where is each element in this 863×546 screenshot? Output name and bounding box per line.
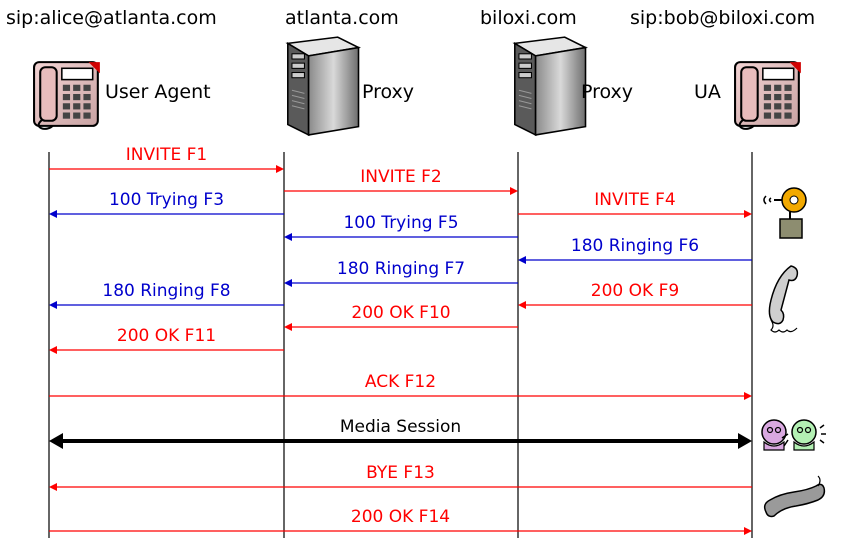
message-15: 200 OK F14	[49, 507, 752, 535]
message-arrowhead	[744, 527, 752, 535]
server-tower-icon	[513, 36, 587, 136]
message-2: INVITE F2	[284, 167, 518, 195]
message-10: 200 OK F10	[284, 303, 518, 331]
message-label: INVITE F2	[360, 167, 442, 187]
message-arrowhead	[49, 433, 63, 449]
message-13: Media Session	[49, 417, 752, 449]
ringing-bell-icon	[763, 187, 807, 239]
message-label: INVITE F4	[594, 190, 676, 210]
message-label: 200 OK F14	[351, 507, 450, 527]
message-8: 180 Ringing F8	[49, 281, 284, 309]
message-arrowhead	[744, 210, 752, 218]
message-arrowhead	[49, 301, 57, 309]
message-5: 100 Trying F5	[284, 213, 518, 241]
message-label: 180 Ringing F8	[102, 281, 230, 301]
message-label: 180 Ringing F7	[337, 259, 465, 279]
party-role-alice: User Agent	[105, 81, 211, 103]
party-header-bob: sip:bob@biloxi.com	[630, 7, 815, 29]
party-role-biloxi: Proxy	[581, 81, 633, 103]
message-list: INVITE F1 INVITE F2 100 Trying F3 INVITE F4…	[49, 145, 752, 535]
message-7: 180 Ringing F7	[284, 259, 518, 287]
message-arrowhead	[284, 233, 292, 241]
message-arrowhead	[49, 346, 57, 354]
message-arrowhead	[49, 483, 57, 491]
message-label: BYE F13	[366, 463, 435, 483]
message-label: 180 Ringing F6	[571, 236, 699, 256]
message-11: 200 OK F11	[49, 326, 284, 354]
party-header-biloxi: biloxi.com	[480, 7, 577, 29]
message-label: 200 OK F10	[351, 303, 450, 323]
message-4: INVITE F4	[518, 190, 752, 218]
message-label: ACK F12	[365, 372, 436, 392]
message-label: 200 OK F9	[591, 281, 679, 301]
handset-icon	[768, 265, 799, 333]
message-label: Media Session	[340, 417, 461, 437]
hung-up-handset-icon	[763, 475, 826, 518]
party-role-bob: UA	[694, 81, 721, 103]
talking-people-icon	[761, 419, 826, 451]
party-header-atlanta: atlanta.com	[285, 7, 399, 29]
message-arrowhead	[284, 323, 292, 331]
message-14: BYE F13	[49, 463, 752, 491]
message-6: 180 Ringing F6	[518, 236, 752, 264]
server-tower-icon	[286, 36, 360, 136]
message-label: 100 Trying F5	[343, 213, 458, 233]
message-arrowhead	[738, 433, 752, 449]
message-label: 100 Trying F3	[109, 190, 224, 210]
message-label: INVITE F1	[126, 145, 208, 165]
message-arrowhead	[276, 165, 284, 173]
telephone-icon	[733, 60, 803, 130]
message-arrowhead	[284, 279, 292, 287]
message-12: ACK F12	[49, 372, 752, 400]
message-3: 100 Trying F3	[49, 190, 284, 218]
message-1: INVITE F1	[49, 145, 284, 173]
message-arrowhead	[518, 256, 526, 264]
message-arrowhead	[518, 301, 526, 309]
party-header-alice: sip:alice@atlanta.com	[6, 7, 217, 29]
message-arrowhead	[49, 210, 57, 218]
message-arrowhead	[744, 392, 752, 400]
party-role-atlanta: Proxy	[362, 81, 414, 103]
message-9: 200 OK F9	[518, 281, 752, 309]
telephone-icon	[32, 60, 101, 130]
message-label: 200 OK F11	[117, 326, 216, 346]
message-arrowhead	[510, 187, 518, 195]
